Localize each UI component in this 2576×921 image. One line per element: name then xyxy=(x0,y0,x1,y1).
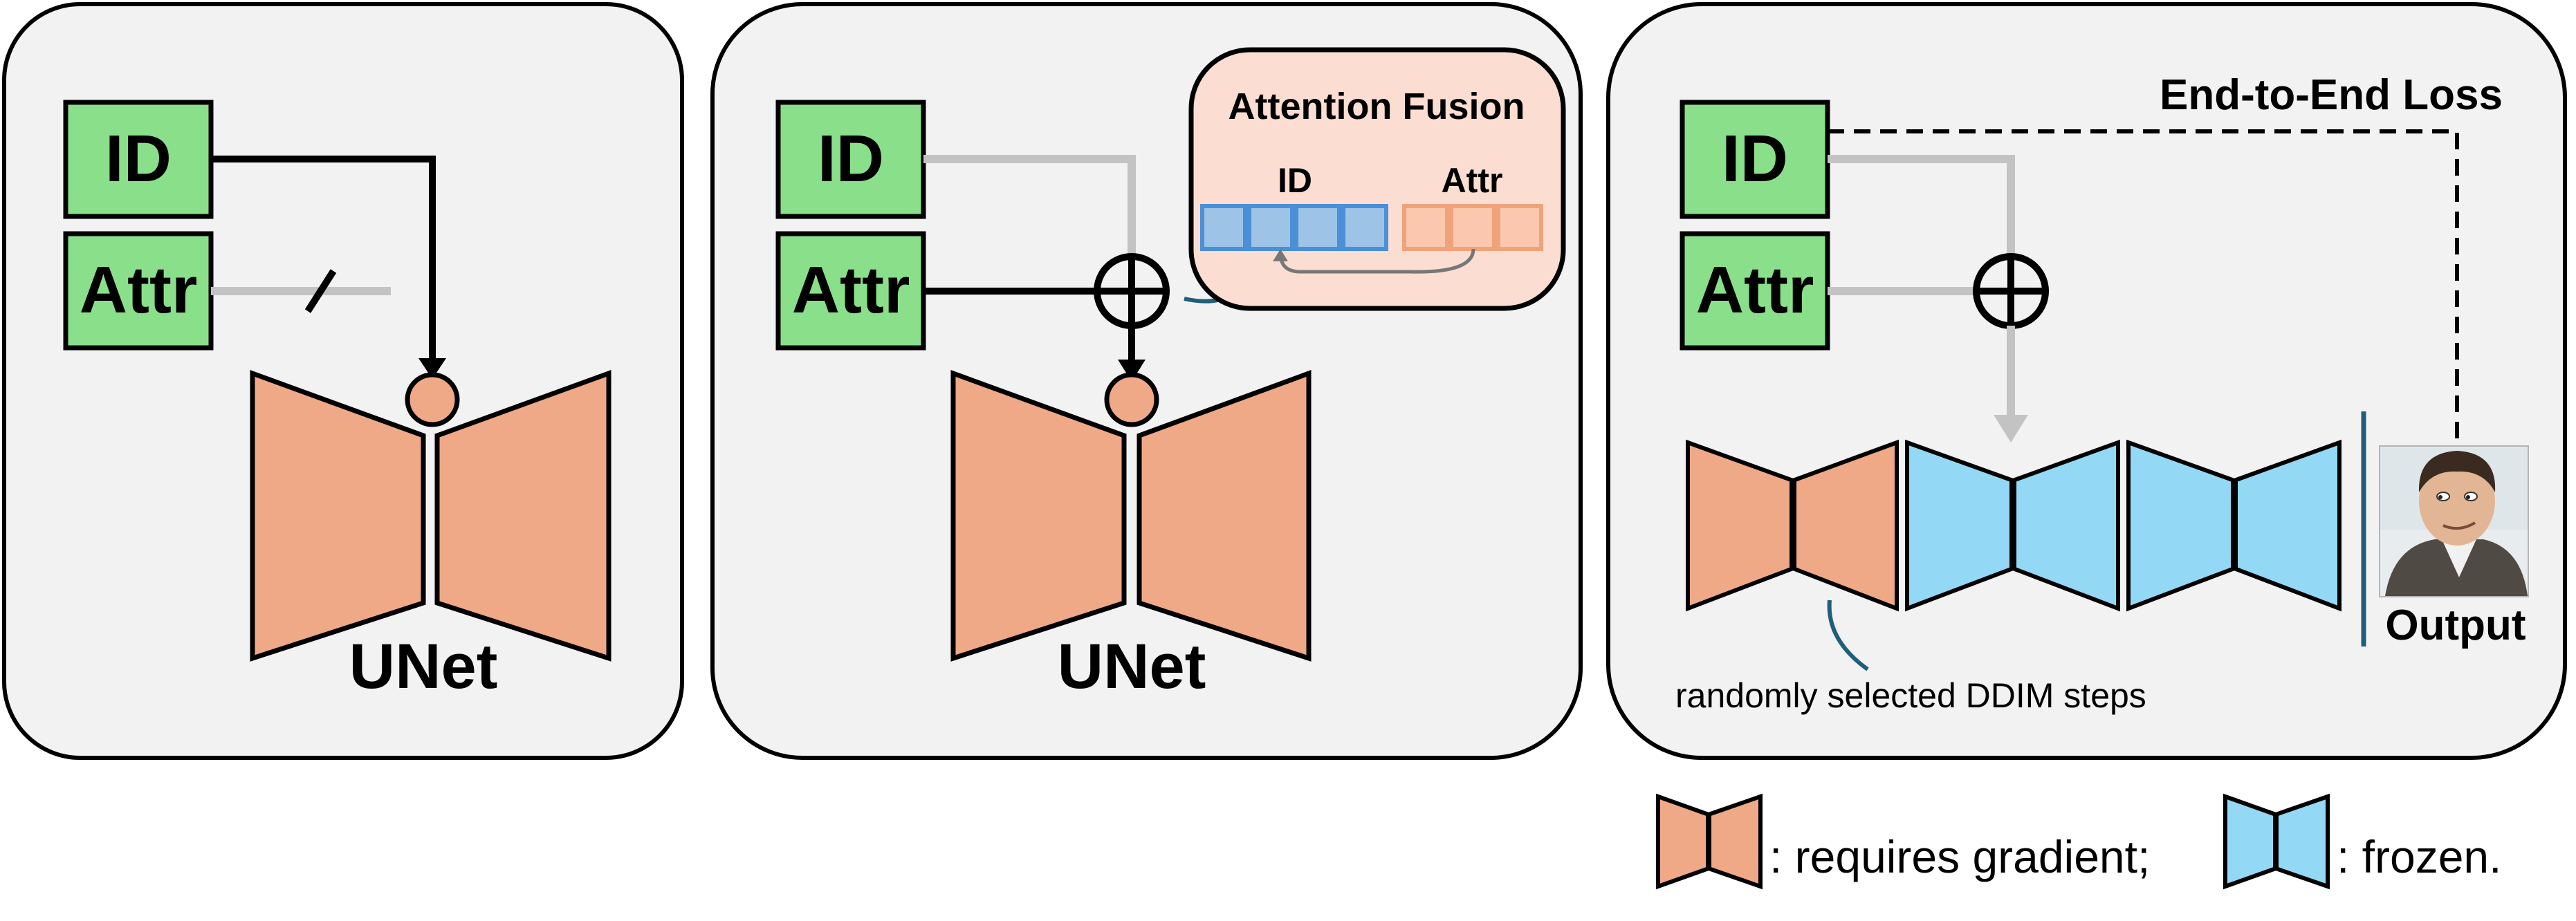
attr-token xyxy=(1402,204,1449,251)
legend-frozen-right xyxy=(2274,793,2330,890)
attr-token xyxy=(1496,204,1543,251)
panel-2: ID Attr Attention Fusion ID Attr xyxy=(710,2,1583,760)
panel-2-id-label: ID xyxy=(818,122,884,196)
panel-1-unet-decoder xyxy=(434,370,611,662)
panel-1-id-arrowhead xyxy=(418,358,446,379)
attention-fusion-id-label: ID xyxy=(1278,161,1312,200)
output-image-pupil-right xyxy=(2466,495,2470,499)
steps-label: randomly selected DDIM steps xyxy=(1675,676,2146,715)
attention-fusion-title: Attention Fusion xyxy=(1229,86,1525,127)
legend-frozen-icon xyxy=(2223,793,2330,890)
panel-1-id-box xyxy=(63,100,214,219)
output-label: Output xyxy=(2385,602,2526,649)
attr-token xyxy=(1449,204,1496,251)
panel-2-unet-encoder xyxy=(950,369,1127,662)
output-image-hair xyxy=(2418,451,2496,492)
id-token xyxy=(1247,204,1294,251)
id-token xyxy=(1341,204,1388,251)
id-token xyxy=(1294,204,1341,251)
panel-2-attention-node xyxy=(1104,372,1159,427)
panel-1-attr-label: Attr xyxy=(80,253,198,327)
output-image-shirt xyxy=(2442,539,2476,577)
end-to-end-loss-label: End-to-End Loss xyxy=(2160,71,2503,119)
panel-2-attr-label: Attr xyxy=(792,253,910,327)
panel-3-id-line xyxy=(1828,155,2015,257)
panel-3-fused-arrowhead xyxy=(1994,415,2028,443)
panel-3: End-to-End Loss ID Attr xyxy=(1606,2,2567,760)
panel-1-unet-encoder xyxy=(250,369,426,662)
panel-1-attention-node xyxy=(405,372,460,427)
panel-1-unet-label: UNet xyxy=(349,631,498,702)
legend: : requires gradient; : frozen. xyxy=(1656,793,2501,890)
panel-2-id-line xyxy=(923,155,1136,257)
panel-1-id-label: ID xyxy=(105,122,172,196)
output-image-pupil-left xyxy=(2438,495,2442,499)
output-image xyxy=(2379,445,2529,597)
panel-1: ID Attr UNet xyxy=(2,2,684,760)
id-token xyxy=(1200,204,1247,251)
attr-tokens xyxy=(1402,204,1543,251)
id-tokens xyxy=(1200,204,1388,251)
legend-trainable-right xyxy=(1706,793,1763,890)
panel-2-attr-box xyxy=(775,231,926,351)
output-image-mouth xyxy=(2442,521,2476,530)
panel-2-id-box xyxy=(775,100,926,219)
panel-1-id-arrow xyxy=(211,156,436,363)
panel-3-id-label: ID xyxy=(1722,122,1788,196)
panel-3-id-box xyxy=(1680,100,1830,219)
legend-frozen-left xyxy=(2223,793,2278,890)
output-image-face xyxy=(2419,457,2495,546)
attention-arrow xyxy=(1279,248,1475,274)
legend-trainable-icon xyxy=(1656,793,1763,890)
panel-1-cut-mark xyxy=(304,269,337,313)
attention-arrowhead xyxy=(1273,249,1288,261)
attention-fusion-attr-label: Attr xyxy=(1442,161,1503,200)
legend-trainable-left xyxy=(1656,793,1711,890)
panel-3-attr-label: Attr xyxy=(1696,253,1814,327)
panel-2-fused-arrowhead xyxy=(1118,360,1146,382)
panel-2-unet-decoder xyxy=(1137,369,1312,662)
legend-gradient-label: : requires gradient; xyxy=(1769,831,2150,882)
legend-frozen-label: : frozen. xyxy=(2337,831,2501,882)
panel-1-attr-box xyxy=(63,231,214,351)
panel-2-unet-label: UNet xyxy=(1058,631,1206,702)
steps-callout-curve xyxy=(1827,599,1869,671)
